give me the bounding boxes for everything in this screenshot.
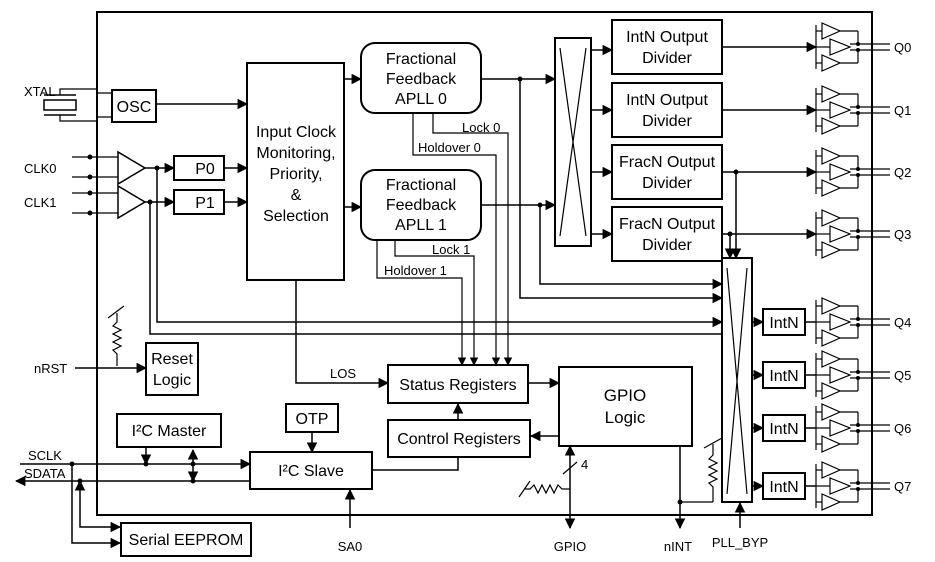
sa0-label: SA0: [338, 539, 363, 554]
intn-label-4: IntN: [769, 479, 798, 496]
apll0-line2: Feedback: [386, 71, 457, 88]
div3-line1: FracN Output: [619, 216, 716, 233]
q1-label: Q1: [894, 103, 911, 118]
p1-label: P1: [195, 195, 215, 212]
input-clock-line5: Selection: [263, 208, 329, 225]
output-buffer-q4-icon: [815, 297, 890, 347]
serial-eeprom-label: Serial EEPROM: [129, 532, 244, 549]
intn-block-1: [762, 308, 806, 336]
output-buffer-q3-icon: [815, 209, 890, 259]
status-registers-label: Status Registers: [399, 377, 516, 394]
serial-eeprom-block: [120, 522, 252, 557]
q4-label: Q4: [894, 315, 911, 330]
p0-block: [173, 155, 225, 181]
div1-line1: IntN Output: [626, 92, 708, 109]
osc-block: [111, 89, 157, 123]
intn-block-3: [762, 414, 806, 442]
apll1-line2: Feedback: [386, 197, 457, 214]
div1-line2: Divider: [642, 113, 692, 130]
clk0-buffer-icon: [117, 150, 147, 186]
gpio-logic-line1: GPIO: [604, 386, 647, 405]
input-clock-line2: Monitoring,: [256, 145, 335, 162]
q7-label: Q7: [894, 479, 911, 494]
output-buffer-q1-icon: [815, 85, 890, 135]
div2-block: [611, 144, 723, 200]
q3-label: Q3: [894, 227, 911, 242]
div0-line2: Divider: [642, 50, 692, 67]
q6-label: Q6: [894, 421, 911, 436]
intn-block-4: [762, 472, 806, 500]
otp-label: OTP: [296, 411, 329, 428]
reset-logic-line2: Logic: [153, 372, 191, 389]
div2-line1: FracN Output: [619, 154, 716, 171]
clk1-label: CLK1: [24, 195, 57, 210]
output-buffer-q0-icon: [815, 22, 890, 72]
clk1-buffer-icon: [117, 184, 147, 220]
reset-pullup-icon: [107, 305, 125, 366]
apll0-line3: APLL 0: [395, 91, 447, 108]
output-buffers: [815, 22, 890, 511]
lock0-label: Lock 0: [462, 120, 500, 135]
reset-logic-line1: Reset: [151, 351, 193, 368]
pll-byp-label: PLL_BYP: [712, 535, 768, 550]
div0-line1: IntN Output: [626, 29, 708, 46]
q2-label: Q2: [894, 165, 911, 180]
div2-line2: Divider: [642, 175, 692, 192]
gpio-label: GPIO: [554, 539, 587, 554]
holdover1-label: Holdover 1: [384, 263, 447, 278]
otp-block: [285, 403, 339, 433]
gpio-bus-width: 4: [581, 457, 588, 472]
gpio-pullup-icon: [518, 480, 570, 498]
nint-label: nINT: [664, 539, 692, 554]
sdata-label: SDATA: [24, 466, 66, 481]
q0-label: Q0: [894, 40, 911, 55]
input-clock-line4: &: [291, 187, 302, 204]
i2c-master-label: I²C Master: [132, 423, 207, 440]
apll1-line3: APLL 1: [395, 217, 447, 234]
control-registers-label: Control Registers: [397, 431, 521, 448]
output-buffer-q6-icon: [815, 403, 890, 453]
los-label: LOS: [330, 366, 356, 381]
status-registers-block: [387, 364, 529, 404]
lock1-label: Lock 1: [432, 242, 470, 257]
osc-label: OSC: [117, 99, 152, 116]
output-buffer-q2-icon: [815, 147, 890, 197]
clk0-label: CLK0: [24, 161, 57, 176]
pullup-resistor-icon: [703, 437, 723, 502]
div3-block: [611, 206, 723, 262]
i2c-slave-block: [249, 451, 373, 490]
input-clock-line1: Input Clock: [256, 124, 337, 141]
i2c-master-block: [116, 413, 222, 448]
div1-block: [611, 82, 723, 138]
div0-block: [611, 19, 723, 75]
xtal-label: XTAL: [24, 84, 56, 99]
div3-line2: Divider: [642, 237, 692, 254]
i2c-slave-label: I²C Slave: [278, 463, 344, 480]
intn-label-2: IntN: [769, 368, 798, 385]
intn-label-1: IntN: [769, 315, 798, 332]
gpio-logic-line2: Logic: [605, 408, 646, 427]
output-buffer-q5-icon: [815, 350, 890, 400]
output-buffer-q7-icon: [815, 461, 890, 511]
apll1-line1: Fractional: [386, 177, 456, 194]
crystal-icon: [43, 88, 112, 122]
apll0-block: [360, 42, 482, 114]
input-clock-block: [246, 62, 345, 281]
p0-label: P0: [195, 161, 215, 178]
nrst-label: nRST: [34, 361, 67, 376]
q5-label: Q5: [894, 368, 911, 383]
holdover0-label: Holdover 0: [418, 140, 481, 155]
reset-logic-block: [145, 342, 199, 396]
gpio-logic-block: [558, 366, 693, 447]
apll0-line1: Fractional: [386, 51, 456, 68]
intn-label-3: IntN: [769, 421, 798, 438]
input-clock-line3: Priority,: [269, 166, 322, 183]
sclk-label: SCLK: [28, 448, 62, 463]
